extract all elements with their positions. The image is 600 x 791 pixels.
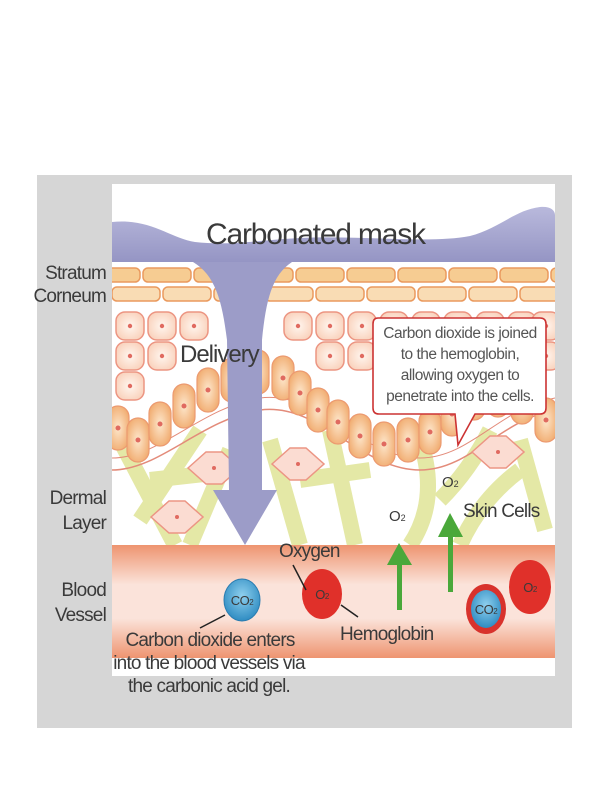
cell-nucleus bbox=[212, 466, 216, 470]
corneum-brick bbox=[468, 286, 518, 302]
cell-nucleus bbox=[335, 419, 341, 425]
delivery-arrow bbox=[193, 262, 292, 545]
corneum-brick bbox=[397, 267, 447, 283]
cell-nucleus bbox=[181, 403, 187, 409]
cell-nucleus bbox=[295, 323, 301, 329]
cell-nucleus bbox=[315, 407, 321, 413]
layer-labels: Stratum Corneum Dermal Layer Blood Vesse… bbox=[33, 263, 108, 626]
co2-hemoglobin-label: CO2 bbox=[475, 602, 499, 617]
svg-text:O2: O2 bbox=[389, 508, 406, 525]
corneum-brick bbox=[162, 286, 212, 302]
svg-text:allowing oxygen to: allowing oxygen to bbox=[401, 367, 520, 384]
cell-nucleus bbox=[357, 433, 363, 439]
corneum-brick bbox=[142, 267, 192, 283]
label-blood: Blood bbox=[61, 580, 106, 601]
cell-nucleus bbox=[205, 387, 211, 393]
cell-nucleus bbox=[427, 429, 433, 435]
cell-nucleus bbox=[127, 353, 133, 359]
label-skin-cells: Skin Cells bbox=[463, 501, 540, 522]
svg-text:Carbon dioxide is joined: Carbon dioxide is joined bbox=[383, 325, 536, 342]
cell-nucleus bbox=[280, 375, 286, 381]
caption: Carbon dioxide enters into the blood ves… bbox=[113, 630, 307, 697]
callout-text: Carbon dioxide is joined to the hemoglob… bbox=[383, 325, 537, 405]
label-oxygen: Oxygen bbox=[279, 541, 340, 562]
corneum-brick bbox=[112, 267, 141, 283]
cell-nucleus bbox=[135, 437, 141, 443]
leader-lines bbox=[199, 564, 359, 629]
corneum-brick bbox=[417, 286, 467, 302]
svg-text:into the blood vessels via: into the blood vessels via bbox=[113, 653, 306, 674]
cell-nucleus bbox=[157, 421, 163, 427]
cell-nucleus bbox=[359, 353, 365, 359]
corneum-brick bbox=[499, 267, 549, 283]
corneum-brick bbox=[448, 267, 498, 283]
corneum-brick bbox=[295, 267, 345, 283]
corneum-brick bbox=[315, 286, 365, 302]
cell-nucleus bbox=[296, 462, 300, 466]
co2-molecule-label: CO2 bbox=[231, 593, 255, 608]
svg-text:Carbon dioxide enters: Carbon dioxide enters bbox=[125, 630, 294, 651]
callout-bubble bbox=[372, 317, 547, 448]
cell-nucleus bbox=[496, 450, 500, 454]
corneum-brick bbox=[550, 267, 555, 283]
label-delivery: Delivery bbox=[180, 341, 260, 368]
fibroblast-cells bbox=[149, 435, 526, 534]
corneum-brick bbox=[112, 286, 161, 302]
corneum-brick bbox=[264, 286, 314, 302]
cell-nucleus bbox=[159, 323, 165, 329]
label-stratum: Stratum bbox=[45, 263, 106, 284]
o2-molecule-label: O2 bbox=[315, 587, 330, 602]
svg-text:penetrate into the cells.: penetrate into the cells. bbox=[386, 388, 534, 405]
cell-nucleus bbox=[127, 383, 133, 389]
cell-nucleus bbox=[327, 323, 333, 329]
cell-nucleus bbox=[127, 323, 133, 329]
svg-text:to the hemoglobin,: to the hemoglobin, bbox=[401, 346, 520, 363]
cell-nucleus bbox=[159, 353, 165, 359]
corneum-brick bbox=[519, 286, 555, 302]
cell-nucleus bbox=[191, 323, 197, 329]
o2-hemoglobin-label: O2 bbox=[523, 580, 538, 595]
cell-nucleus bbox=[359, 323, 365, 329]
cell-nucleus bbox=[297, 390, 303, 396]
co2-molecule bbox=[223, 578, 261, 622]
svg-text:the carbonic acid gel.: the carbonic acid gel. bbox=[128, 676, 290, 697]
hemoglobin-o2 bbox=[302, 569, 342, 619]
label-vessel: Vessel bbox=[55, 605, 106, 626]
o2-label-1: O2 bbox=[389, 508, 406, 525]
cell-nucleus bbox=[327, 353, 333, 359]
oxygen-arrows bbox=[387, 513, 463, 610]
hemoglobin-o2-right bbox=[509, 560, 551, 614]
label-hemoglobin: Hemoglobin bbox=[340, 624, 434, 645]
corneum-brick bbox=[346, 267, 396, 283]
label-corneum: Corneum bbox=[33, 286, 106, 307]
title-carbonated-mask: Carbonated mask bbox=[206, 218, 427, 251]
corneum-brick bbox=[366, 286, 416, 302]
cell-nucleus bbox=[405, 437, 411, 443]
cell-nucleus bbox=[543, 417, 549, 423]
svg-text:O2: O2 bbox=[442, 474, 459, 491]
cell-nucleus bbox=[115, 425, 121, 431]
label-dermal: Dermal bbox=[50, 488, 106, 509]
label-layer: Layer bbox=[62, 513, 107, 534]
o2-label-2: O2 bbox=[442, 474, 459, 491]
cell-nucleus bbox=[381, 441, 387, 447]
cell-nucleus bbox=[175, 515, 179, 519]
molecules bbox=[223, 560, 551, 634]
carbonated-mask-layer bbox=[112, 206, 555, 262]
